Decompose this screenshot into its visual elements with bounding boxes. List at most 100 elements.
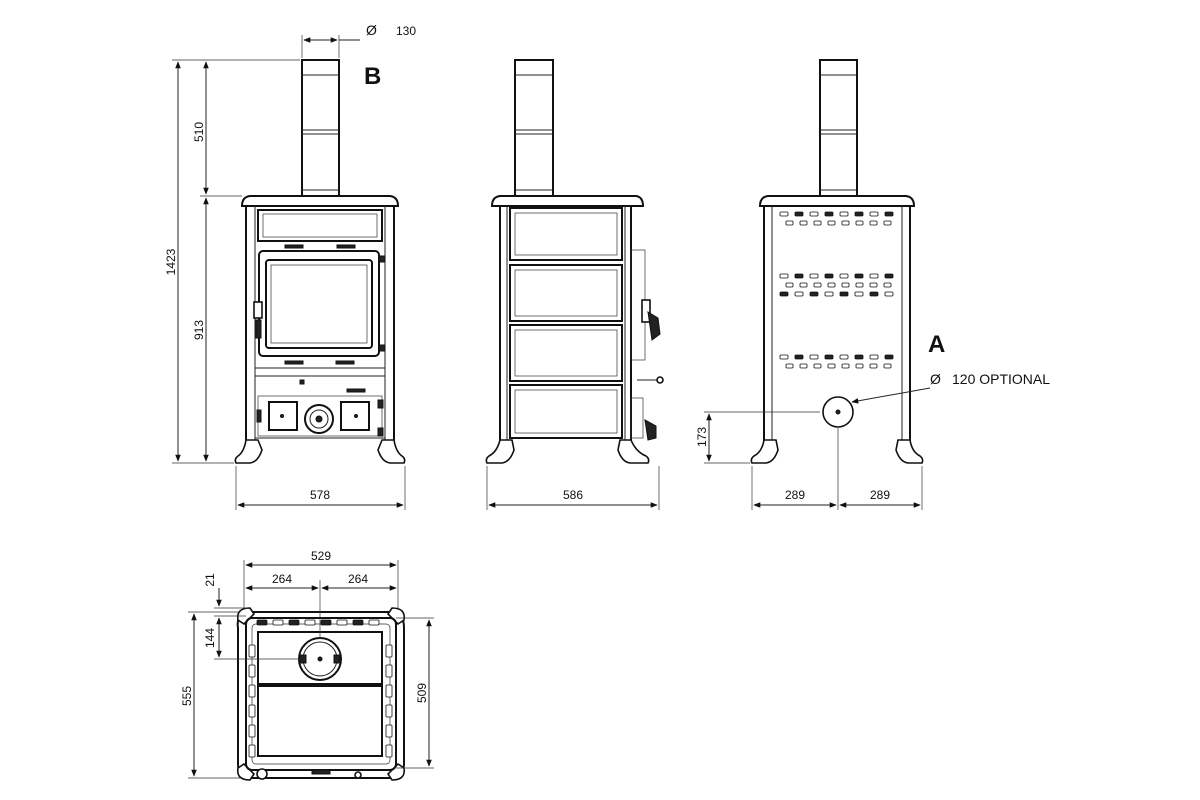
vent-slot	[809, 211, 819, 217]
top-knob-right	[354, 771, 362, 779]
front-left-foot	[234, 439, 263, 464]
vent-slot	[320, 619, 332, 626]
vent-slot	[883, 220, 892, 226]
vent-slot	[794, 211, 804, 217]
rear-outlet-height-label: 173	[695, 427, 709, 447]
vent-slot	[794, 354, 804, 360]
vent-slot	[884, 211, 894, 217]
vent-slot	[855, 282, 864, 288]
vent-slot	[785, 363, 794, 369]
vent-slot	[869, 291, 879, 297]
top-depth-total-label: 555	[180, 686, 194, 706]
vent-slot	[385, 724, 393, 738]
flue-height-label: 510	[192, 122, 206, 142]
vent-slot	[884, 291, 894, 297]
top-half-left-label: 264	[272, 572, 292, 586]
vent-slot	[841, 363, 850, 369]
vent-slot	[248, 664, 256, 678]
vent-slot	[352, 619, 364, 626]
side-tile-panels	[509, 207, 623, 439]
vent-slot	[824, 354, 834, 360]
front-flue-pipe	[301, 59, 340, 197]
top-depth-inner-label: 509	[415, 683, 429, 703]
top-width-label: 529	[311, 549, 331, 563]
vent-slot	[385, 664, 393, 678]
vent-slot	[785, 282, 794, 288]
vent-slot	[288, 619, 300, 626]
side-right-foot	[617, 439, 650, 464]
rear-right-foot	[895, 439, 924, 464]
vent-slot	[883, 363, 892, 369]
vent-slot	[854, 273, 864, 279]
vent-slot	[854, 354, 864, 360]
vent-slot	[869, 273, 879, 279]
front-width-label: 578	[310, 488, 330, 502]
vent-slot	[854, 211, 864, 217]
vent-slot	[779, 211, 789, 217]
vent-slot	[855, 220, 864, 226]
vent-slot	[869, 211, 879, 217]
vent-slot	[809, 354, 819, 360]
front-view	[234, 59, 406, 464]
top-dimensions: 529 264 264 21 144 555 509	[180, 549, 434, 779]
rear-vent-slots	[779, 211, 894, 369]
vent-slot	[256, 619, 268, 626]
rear-diameter-symbol: Ø	[930, 371, 941, 387]
vent-slot	[336, 619, 348, 626]
rear-half-right-label: 289	[870, 488, 890, 502]
vent-slot	[884, 273, 894, 279]
front-right-foot	[377, 439, 406, 464]
vent-slot	[794, 273, 804, 279]
vent-slot	[824, 291, 834, 297]
vent-slot	[785, 220, 794, 226]
vent-slot	[813, 220, 822, 226]
vent-slot	[799, 282, 808, 288]
total-height-label: 1423	[164, 248, 178, 275]
vent-slot	[884, 354, 894, 360]
vent-slot	[869, 363, 878, 369]
vent-slot	[827, 220, 836, 226]
diameter-symbol: Ø	[366, 22, 377, 38]
vent-slot	[368, 619, 380, 626]
vent-slot	[827, 282, 836, 288]
vent-slot	[839, 273, 849, 279]
vent-slot	[869, 282, 878, 288]
top-flue-offset-label: 144	[203, 628, 217, 648]
vent-slot	[813, 282, 822, 288]
vent-slot	[799, 363, 808, 369]
vent-slot	[839, 211, 849, 217]
vent-slot	[809, 291, 819, 297]
side-depth-label: 586	[563, 488, 583, 502]
rear-outlet-marker-a: A	[928, 331, 945, 358]
side-left-foot	[485, 439, 515, 464]
vent-slot	[779, 354, 789, 360]
side-dimensions: 586	[486, 466, 660, 510]
side-door-hardware	[630, 249, 664, 441]
vent-slot	[824, 211, 834, 217]
vent-slot	[272, 619, 284, 626]
rear-half-left-label: 289	[785, 488, 805, 502]
vent-slot	[827, 363, 836, 369]
vent-slot	[841, 282, 850, 288]
rear-left-foot	[750, 439, 779, 464]
vent-slot	[809, 273, 819, 279]
vent-slot	[839, 354, 849, 360]
vent-slot	[841, 220, 850, 226]
top-knob-left	[256, 768, 268, 780]
flue-diameter-value: 130	[396, 24, 416, 38]
rear-dimensions: A Ø 120 OPTIONAL 173 289 289	[695, 331, 1050, 510]
vent-slot	[824, 273, 834, 279]
front-dimensions: Ø 130 B 1423 510 913 578	[164, 22, 416, 510]
side-flue-pipe	[514, 59, 554, 197]
vent-slot	[839, 291, 849, 297]
vent-slot	[855, 363, 864, 369]
vent-slot	[883, 282, 892, 288]
vent-slot	[385, 744, 393, 758]
vent-slot	[304, 619, 316, 626]
vent-slot	[248, 704, 256, 718]
body-height-label: 913	[192, 320, 206, 340]
vent-slot	[799, 220, 808, 226]
rear-outlet-note: 120 OPTIONAL	[952, 371, 1050, 387]
rear-top-plate	[758, 195, 916, 207]
